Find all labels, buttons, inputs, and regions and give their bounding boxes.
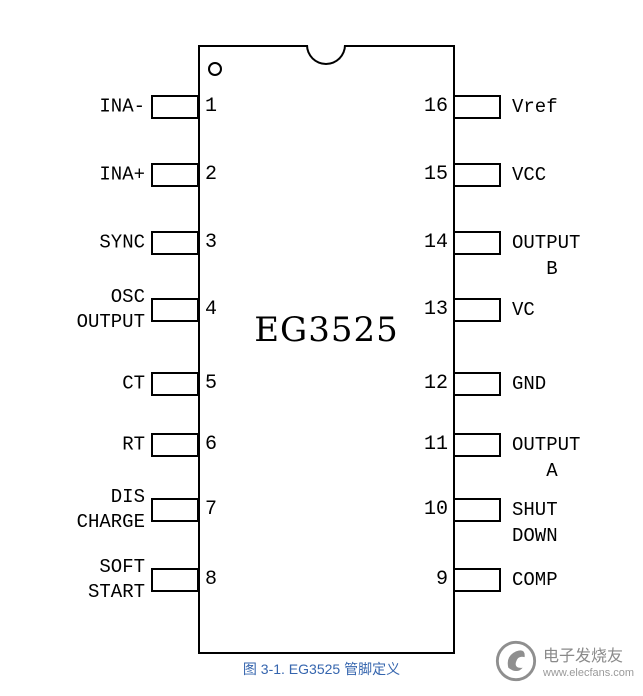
- pin-number-8: 8: [205, 568, 218, 591]
- pin-label-vcc: VCC: [512, 164, 547, 186]
- pin-box-3: [151, 231, 199, 255]
- pin-label-sync: SYNC: [99, 231, 145, 254]
- pin-label-shutdown: SHUT DOWN: [512, 499, 558, 547]
- pin-label-ct: CT: [122, 372, 145, 395]
- pin-number-1: 1: [205, 95, 218, 118]
- pin-box-16: [453, 95, 501, 119]
- pin-label-discharge: DIS CHARGE: [76, 486, 145, 533]
- pin-box-5: [151, 372, 199, 396]
- pin-box-6: [151, 433, 199, 457]
- pin-number-10: 10: [423, 498, 448, 521]
- pin-number-11: 11: [423, 433, 448, 456]
- watermark-brand: 电子发烧友: [543, 647, 624, 665]
- pin-number-16: 16: [423, 95, 448, 118]
- pin-label-comp: COMP: [512, 569, 558, 591]
- pin-number-14: 14: [423, 231, 448, 254]
- pin-number-12: 12: [423, 372, 448, 395]
- watermark-url: www.elecfans.com: [543, 666, 635, 679]
- pin-number-2: 2: [205, 163, 218, 186]
- watermark-text: 电子发烧友 www.elecfans.com: [543, 647, 634, 681]
- pin-number-9: 9: [435, 568, 448, 591]
- pin-box-13: [453, 298, 501, 322]
- pin-box-11: [453, 433, 501, 457]
- pin-label-output-a: OUTPUT A: [512, 434, 581, 482]
- pin-label-vref: Vref: [512, 96, 558, 118]
- pin-number-4: 4: [205, 298, 218, 321]
- pin-number-13: 13: [423, 298, 448, 321]
- pin-number-3: 3: [205, 231, 218, 254]
- pin-label-vc: VC: [512, 299, 535, 321]
- pin-box-8: [151, 568, 199, 592]
- pin-box-2: [151, 163, 199, 187]
- pin-box-10: [453, 498, 501, 522]
- pin-box-4: [151, 298, 199, 322]
- pin-label-gnd: GND: [512, 373, 547, 395]
- pin-box-12: [453, 372, 501, 396]
- elecfans-logo-icon: [494, 639, 538, 688]
- pin-number-15: 15: [423, 163, 448, 186]
- pin-number-6: 6: [205, 433, 218, 456]
- pin-label-ina-minus: INA-: [99, 95, 145, 118]
- pin-number-5: 5: [205, 372, 218, 395]
- pin-label-ina-plus: INA+: [99, 163, 145, 186]
- pin-label-output-b: OUTPUT B: [512, 232, 581, 280]
- pin-box-9: [453, 568, 501, 592]
- pin-number-7: 7: [205, 498, 218, 521]
- pin-box-7: [151, 498, 199, 522]
- figure-caption: 图 3-1. EG3525 管脚定义: [242, 661, 401, 677]
- chip-body: [198, 45, 455, 654]
- pin-box-1: [151, 95, 199, 119]
- pin1-indicator-dot: [208, 62, 222, 76]
- pin-label-soft-start: SOFT START: [87, 556, 145, 603]
- pin-label-osc-output: OSC OUTPUT: [76, 286, 145, 333]
- watermark: 电子发烧友 www.elecfans.com: [494, 639, 634, 688]
- pin-box-14: [453, 231, 501, 255]
- chip-name: EG3525: [254, 310, 399, 350]
- pin-label-rt: RT: [122, 433, 145, 456]
- pin-box-15: [453, 163, 501, 187]
